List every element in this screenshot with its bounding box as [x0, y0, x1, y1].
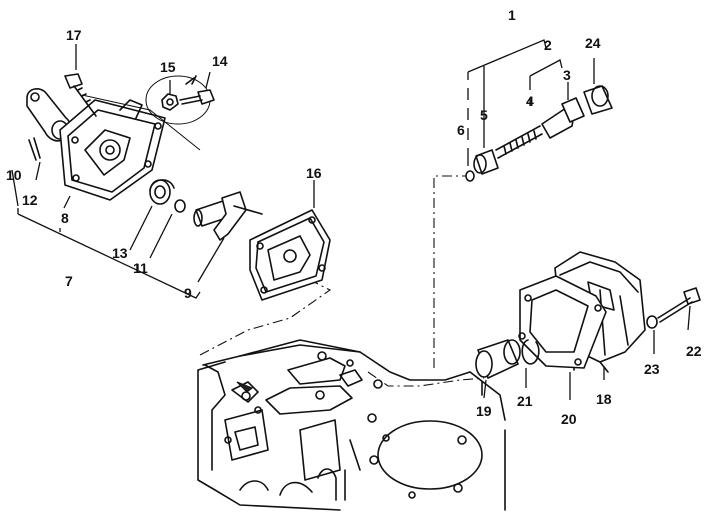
- callout-24: 24: [585, 35, 601, 51]
- governor-cover: [59, 94, 201, 201]
- housing-gasket: [518, 275, 607, 369]
- callout-17: 17: [66, 27, 82, 43]
- callout-21: 21: [517, 393, 533, 409]
- spacer-5: [475, 149, 499, 175]
- callout-1: 1: [508, 7, 516, 23]
- callout-labels: 1 2 3 4 5 6 7 8 9 10 11 12 13 14 15 16 1…: [6, 7, 702, 427]
- lock-washer-23: [646, 315, 658, 329]
- callout-18: 18: [596, 391, 612, 407]
- governor-spring-assembly: [465, 85, 613, 182]
- callout-22: 22: [686, 343, 702, 359]
- callout-16: 16: [306, 165, 322, 181]
- callout-23: 23: [644, 361, 660, 377]
- leader-lines: [11, 39, 691, 400]
- centerline-housing-to-block: [367, 371, 485, 387]
- callout-13: 13: [112, 245, 128, 261]
- fastener-group: [145, 75, 215, 125]
- snap-ring-21: [521, 339, 540, 365]
- callout-5: 5: [480, 107, 488, 123]
- callout-6: 6: [457, 122, 465, 138]
- callout-20: 20: [561, 411, 577, 427]
- callout-19: 19: [476, 403, 492, 419]
- callout-2: 2: [544, 37, 552, 53]
- callout-11: 11: [133, 260, 148, 276]
- callout-3: 3: [563, 67, 571, 83]
- oil-seal: [149, 179, 175, 205]
- cover-gasket: [249, 209, 331, 301]
- callout-9: 9: [184, 285, 192, 301]
- governor-shaft: [193, 191, 263, 241]
- callout-14: 14: [212, 53, 228, 69]
- sleeve-19: [475, 339, 521, 379]
- screw-17: [64, 73, 97, 117]
- engine-block: [197, 339, 506, 511]
- callout-15: 15: [160, 59, 176, 75]
- callout-10: 10: [6, 167, 22, 183]
- washer-6: [465, 170, 475, 182]
- housing-bolt: [646, 287, 701, 329]
- callout-4: 4: [526, 93, 534, 109]
- spring-4: [495, 125, 543, 159]
- callout-8: 8: [61, 210, 69, 226]
- o-ring: [174, 199, 186, 213]
- centerline-governor-to-block: [433, 175, 466, 368]
- callout-12: 12: [22, 192, 38, 208]
- callout-7: 7: [65, 273, 73, 289]
